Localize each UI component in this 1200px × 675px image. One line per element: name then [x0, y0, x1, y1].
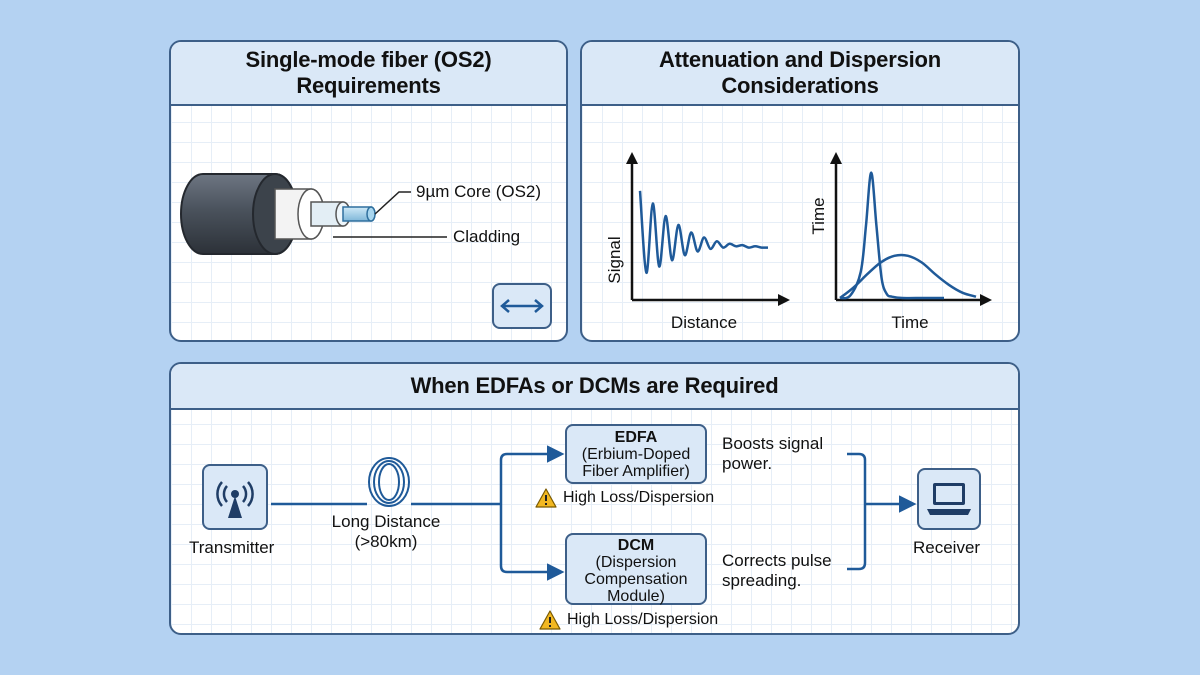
chart1-xlabel: Distance [671, 313, 737, 330]
fiber-cable-illustration [180, 173, 447, 255]
dcm-line-1: (Dispersion [595, 554, 677, 571]
edfa-line-1: (Erbium-Doped [581, 446, 691, 463]
edfa-warning: High Loss/Dispersion [535, 488, 714, 508]
dispersion-chart: Time Time [809, 152, 992, 330]
attenuation-chart: Distance Signal [605, 152, 790, 330]
split-to-dcm-line [499, 504, 565, 581]
chart2-wide-pulse [839, 253, 977, 299]
dcm-warning: High Loss/Dispersion [539, 610, 718, 630]
edfa-warning-text: High Loss/Dispersion [563, 489, 715, 506]
edfa-to-rx-line [847, 452, 867, 504]
fiber-panel-title: Single-mode fiber (OS2) Requirements [246, 47, 492, 99]
chart1-ylabel: Signal [605, 236, 624, 283]
split-to-edfa-line [499, 445, 565, 504]
chart1-y-arrowhead [626, 152, 638, 164]
receiver-box[interactable] [917, 468, 981, 530]
dcm-box[interactable]: DCM (Dispersion Compensation Module) [565, 533, 707, 605]
expand-button[interactable] [492, 283, 552, 329]
edfa-title: EDFA [614, 429, 658, 446]
fiber-panel: Single-mode fiber (OS2) Requirements [169, 40, 568, 342]
attenuation-title-line-1: Attenuation and Dispersion [658, 47, 942, 72]
chart2-narrow-pulse [839, 171, 944, 300]
edfa-box[interactable]: EDFA (Erbium-Doped Fiber Amplifier) [565, 424, 707, 484]
transmitter-box[interactable] [202, 464, 268, 530]
fiber-title-line-2: Requirements [296, 73, 441, 98]
receiver-label: Receiver [913, 538, 981, 557]
cladding-label: Cladding [453, 227, 521, 246]
dcm-note-line-1: Corrects pulse [722, 551, 832, 570]
chart2-xlabel: Time [891, 313, 928, 330]
laptop-icon [927, 483, 971, 515]
edfa-note-line-1: Boosts signal [722, 434, 824, 453]
warning-icon [539, 610, 561, 630]
dcm-note: Corrects pulse spreading. [722, 551, 832, 591]
transmitter-label: Transmitter [189, 538, 275, 557]
edfa-note: Boosts signal power. [722, 434, 823, 474]
fiber-distance-line-2: (>80km) [354, 532, 418, 551]
attenuation-panel: Attenuation and Dispersion Consideration… [580, 40, 1020, 342]
dcm-note-line-2: spreading. [722, 571, 802, 590]
chart1-x-arrowhead [778, 294, 790, 306]
edfa-dcm-panel: When EDFAs or DCMs are Required [169, 362, 1020, 635]
chart2-ylabel: Time [809, 197, 828, 234]
fiber-distance-label: Long Distance (>80km) [321, 512, 451, 552]
edfa-note-line-2: power. [722, 454, 773, 473]
core-label: 9µm Core (OS2) [416, 182, 542, 201]
edfa-dcm-panel-header: When EDFAs or DCMs are Required [171, 364, 1018, 410]
fiber-panel-header: Single-mode fiber (OS2) Requirements [171, 42, 566, 106]
dcm-line-3: Module) [607, 588, 665, 605]
dcm-warning-text: High Loss/Dispersion [567, 611, 719, 628]
attenuation-panel-header: Attenuation and Dispersion Consideration… [582, 42, 1018, 106]
fiber-distance-line-1: Long Distance [331, 512, 441, 531]
attenuation-panel-title: Attenuation and Dispersion Consideration… [659, 47, 941, 99]
signal-flow-connectors [271, 445, 917, 581]
attenuation-title-line-2: Considerations [721, 73, 879, 98]
dcm-line-2: Compensation [584, 571, 688, 588]
edfa-dcm-panel-title: When EDFAs or DCMs are Required [410, 373, 779, 398]
chart1-series-line [638, 190, 769, 275]
fiber-coil-icon [368, 457, 410, 507]
core-leader-line [374, 191, 411, 215]
edfa-line-2: Fiber Amplifier) [582, 463, 690, 480]
dcm-to-rx-line [847, 504, 867, 571]
chart2-y-arrowhead [830, 152, 842, 164]
warning-icon [535, 488, 557, 508]
chart2-x-arrowhead [980, 294, 992, 306]
dcm-title: DCM [617, 537, 655, 554]
antenna-icon [216, 481, 254, 518]
double-arrow-icon [500, 299, 544, 313]
fiber-title-line-1: Single-mode fiber (OS2) [245, 47, 492, 72]
